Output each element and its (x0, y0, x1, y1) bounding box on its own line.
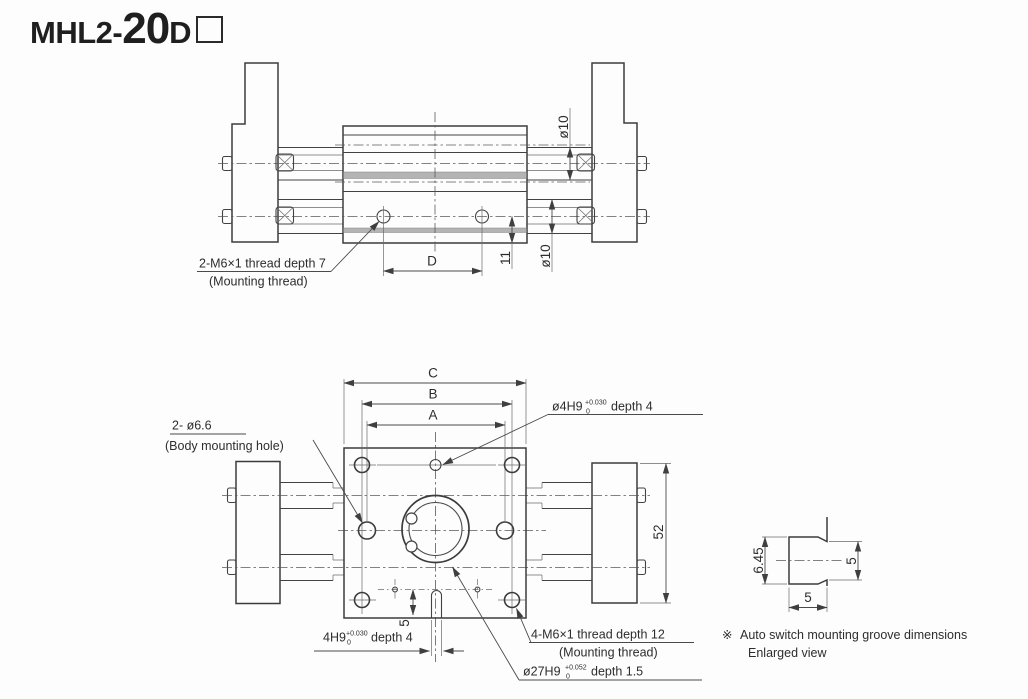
note-line1: Auto switch mounting groove dimensions (740, 628, 967, 642)
svg-text:0: 0 (566, 674, 570, 681)
model-series: MHL2- (30, 15, 123, 50)
svg-text:ø4H9: ø4H9 (552, 400, 583, 414)
dim-label-b: B (428, 387, 437, 402)
body-hole-label: 2- ø6.6 (172, 419, 212, 433)
svg-text:+0.030: +0.030 (346, 631, 368, 638)
right-finger-block (591, 62, 638, 243)
thread-sublabel: (Mounting thread) (209, 275, 308, 289)
svg-text:+0.052: +0.052 (565, 665, 587, 672)
dim-label-52: 52 (651, 524, 666, 539)
body-mounting-hole-right (495, 521, 515, 540)
body-mounting-hole-left (357, 521, 377, 540)
model-type: D (169, 15, 192, 50)
mount-thread-label: 4-M6×1 thread depth 12 (531, 628, 665, 642)
dim-label-c: C (428, 366, 438, 381)
mount-thread-holes (353, 456, 521, 609)
dim-label-5-right: 5 (844, 557, 859, 565)
rod-end-screws (221, 155, 648, 225)
svg-text:0: 0 (586, 409, 590, 416)
left-finger-block (231, 62, 279, 243)
rod-bushing-symbols (275, 153, 596, 225)
svg-text:depth 1.5: depth 1.5 (591, 665, 643, 679)
bottom-view-drawing: C B A 52 5 2- ø6.6 (Body mounting hole) … (165, 366, 703, 681)
pin-hole (429, 458, 442, 472)
groove-hole-label: 4H9 +0.030 0 depth 4 (314, 631, 464, 655)
left-finger-block-front (235, 460, 281, 605)
groove-profile (788, 517, 828, 586)
thread-label: 2-M6×1 thread depth 7 (199, 257, 326, 271)
body-hole-sublabel: (Body mounting hole) (165, 439, 284, 453)
enlarged-view-drawing: 6.45 5 5 ※ Auto switch mounting groove d… (722, 517, 967, 660)
svg-text:depth 4: depth 4 (611, 400, 653, 414)
rod-end-screws-front (226, 487, 647, 576)
switch-groove-slot (430, 590, 443, 618)
model-bore: 20 (122, 4, 170, 53)
pin-hole-label: ø4H9 +0.030 0 depth 4 (442, 400, 703, 465)
dim-label-5: 5 (397, 619, 412, 627)
dim-label-dia10-upper: ø10 (556, 115, 571, 138)
note-line2: Enlarged view (748, 646, 827, 660)
dim-label-a: A (428, 408, 437, 423)
bore-hole-label: ø27H9 +0.052 0 depth 1.5 (452, 566, 702, 681)
right-finger-block-front (591, 462, 638, 604)
svg-text:depth 4: depth 4 (371, 631, 413, 645)
dim-label-645: 6.45 (751, 547, 766, 573)
model-option-box (195, 16, 223, 43)
mount-thread-sublabel: (Mounting thread) (559, 646, 658, 660)
svg-text:ø27H9: ø27H9 (523, 665, 561, 679)
dim-label-dia10-lower: ø10 (538, 244, 553, 267)
dim-label-5-bottom: 5 (804, 590, 812, 605)
dim-label-d: D (427, 254, 437, 269)
svg-text:0: 0 (347, 640, 351, 647)
svg-text:+0.030: +0.030 (585, 400, 607, 407)
center-bore (401, 494, 470, 564)
note-reference-mark: ※ (722, 627, 732, 642)
svg-text:4H9: 4H9 (323, 631, 346, 645)
gripper-body-front (343, 447, 527, 619)
top-view-drawing: D 11 ø10 ø10 2-M6×1 thread depth 7 (Moun… (197, 62, 650, 289)
dim-label-11: 11 (498, 251, 513, 265)
